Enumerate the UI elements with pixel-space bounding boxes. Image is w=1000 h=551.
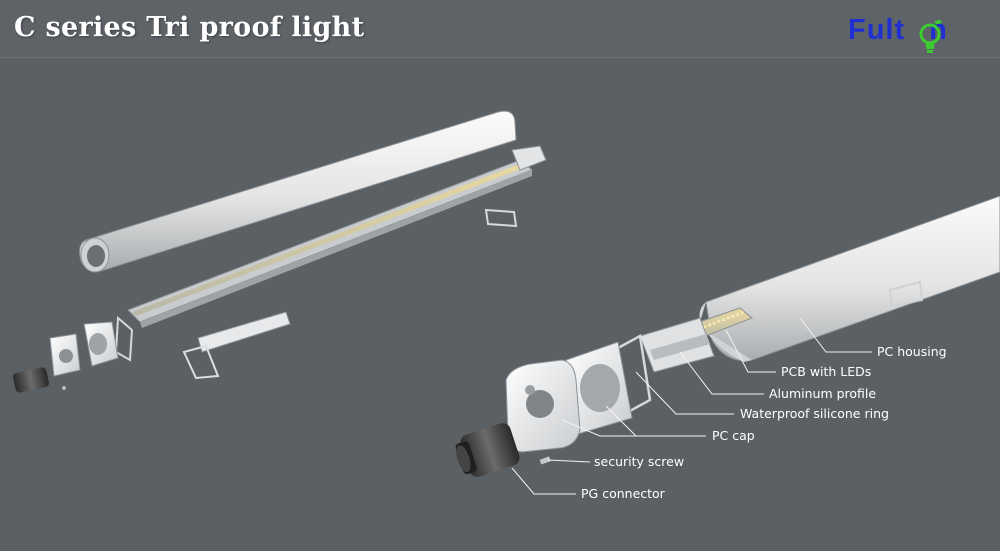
left-end-bracket <box>511 145 547 171</box>
label-aluminum-profile: Aluminum profile <box>769 386 877 401</box>
page-title: C series Tri proof light <box>14 12 365 43</box>
left-mounting-clip <box>484 208 518 228</box>
right-closeup-assembly <box>455 195 1000 477</box>
label-pcb-leds: PCB with LEDs <box>781 364 872 379</box>
right-pc-housing <box>705 195 1000 362</box>
right-security-screw <box>539 456 551 465</box>
label-security-screw: security screw <box>594 454 685 469</box>
leader-lines <box>511 317 872 495</box>
label-pc-cap: PC cap <box>712 428 755 443</box>
label-pg-connector: PG connector <box>581 486 665 501</box>
lightbulb-icon <box>919 20 942 53</box>
label-silicone-ring: Waterproof silicone ring <box>740 406 889 421</box>
left-exploded-assembly <box>13 110 547 393</box>
left-pg-connector <box>13 367 49 393</box>
right-pg-connector <box>455 423 520 477</box>
left-silicone-ring <box>114 315 134 362</box>
left-driver-box <box>197 311 291 353</box>
label-pc-housing: PC housing <box>877 344 947 359</box>
right-mounting-clip <box>888 280 924 308</box>
